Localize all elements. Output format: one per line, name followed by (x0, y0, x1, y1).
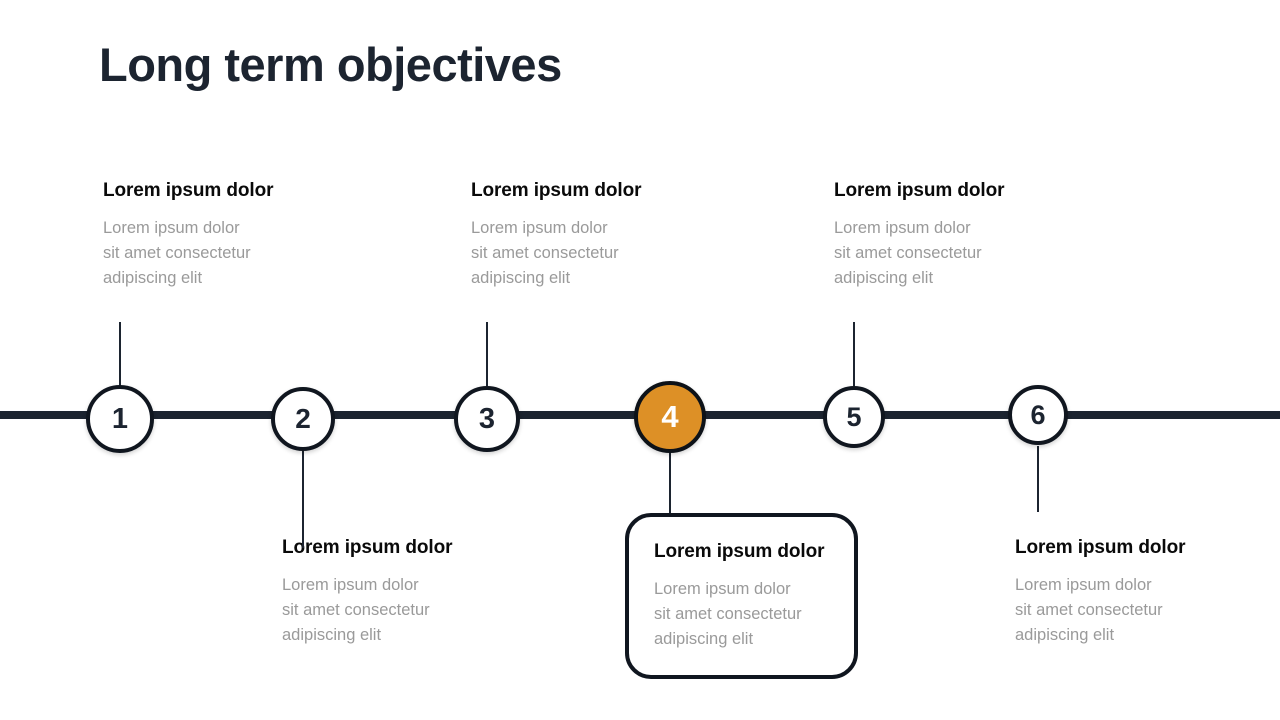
step-heading-1: Lorem ipsum dolor (103, 180, 274, 201)
step-body-4: Lorem ipsum dolor sit amet consectetur a… (654, 579, 802, 648)
page-title: Long term objectives (99, 38, 562, 91)
step-connector-stem-5 (853, 322, 855, 386)
step-heading-6: Lorem ipsum dolor (1015, 537, 1186, 558)
timeline-node-label-5: 5 (846, 401, 862, 432)
timeline-node-label-4: 4 (661, 399, 679, 434)
step-text-block-5: Lorem ipsum dolor Lorem ipsum dolor sit … (834, 180, 1134, 291)
step-text-block-4: Lorem ipsum dolor Lorem ipsum dolor sit … (654, 541, 854, 652)
highlighted-step-card-4[interactable]: Lorem ipsum dolor Lorem ipsum dolor sit … (625, 513, 858, 679)
timeline-node-4[interactable]: 4 (634, 381, 706, 453)
step-heading-4: Lorem ipsum dolor (654, 541, 825, 562)
step-connector-stem-6 (1037, 446, 1039, 512)
step-body-6: Lorem ipsum dolor sit amet consectetur a… (1015, 575, 1163, 644)
step-body-3: Lorem ipsum dolor sit amet consectetur a… (471, 218, 619, 287)
timeline-node-6[interactable]: 6 (1008, 385, 1068, 445)
step-text-block-1: Lorem ipsum dolor Lorem ipsum dolor sit … (103, 180, 403, 291)
step-connector-stem-2 (302, 450, 304, 548)
timeline-node-label-2: 2 (295, 403, 311, 434)
step-text-block-3: Lorem ipsum dolor Lorem ipsum dolor sit … (471, 180, 771, 291)
step-body-1: Lorem ipsum dolor sit amet consectetur a… (103, 218, 251, 287)
step-connector-stem-1 (119, 322, 121, 386)
step-heading-2: Lorem ipsum dolor (282, 537, 453, 558)
step-heading-5: Lorem ipsum dolor (834, 180, 1005, 201)
timeline-node-3[interactable]: 3 (454, 386, 520, 452)
step-heading-3: Lorem ipsum dolor (471, 180, 642, 201)
timeline-node-label-1: 1 (111, 402, 129, 435)
step-text-block-2: Lorem ipsum dolor Lorem ipsum dolor sit … (282, 537, 582, 648)
step-body-5: Lorem ipsum dolor sit amet consectetur a… (834, 218, 982, 287)
timeline-node-label-6: 6 (1030, 399, 1046, 430)
step-connector-stem-3 (486, 322, 488, 386)
step-text-block-6: Lorem ipsum dolor Lorem ipsum dolor sit … (1015, 537, 1280, 648)
step-connector-stem-4 (669, 452, 671, 516)
timeline-node-2[interactable]: 2 (271, 387, 335, 451)
timeline-node-1[interactable]: 1 (86, 385, 154, 453)
timeline-node-label-3: 3 (478, 402, 496, 435)
step-body-2: Lorem ipsum dolor sit amet consectetur a… (282, 575, 430, 644)
timeline-node-5[interactable]: 5 (823, 386, 885, 448)
